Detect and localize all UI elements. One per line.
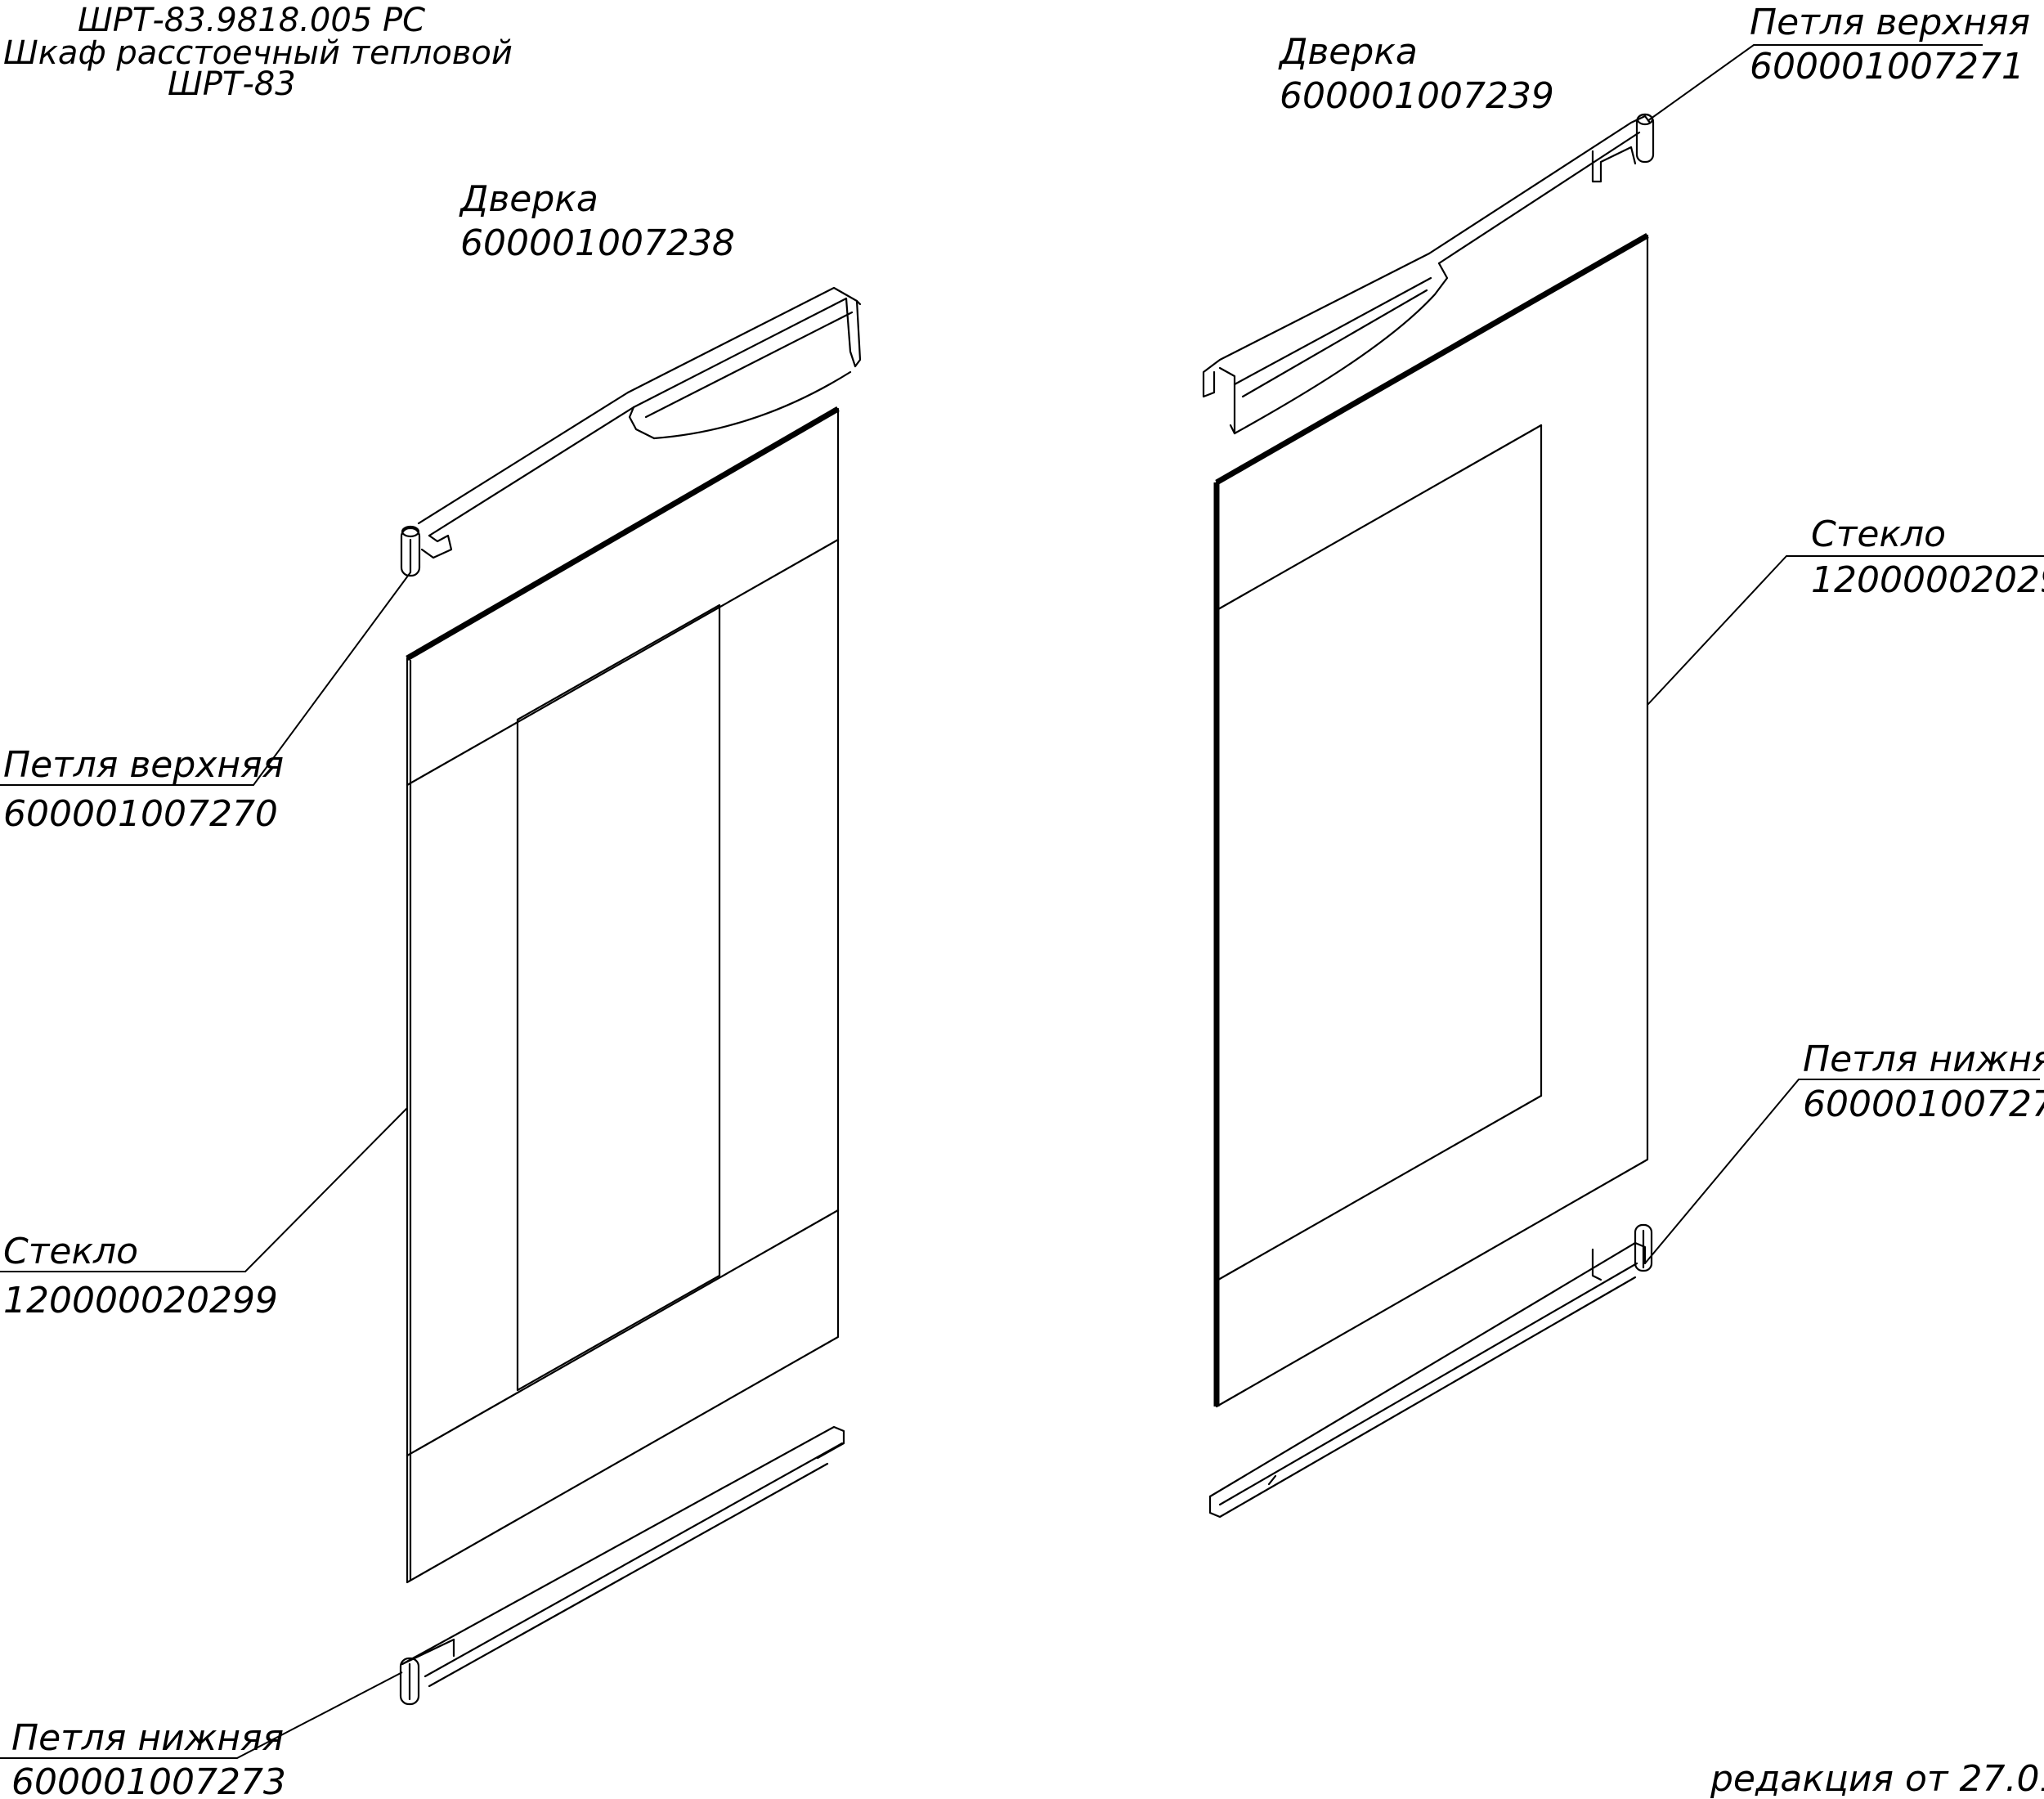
left-glass-label-code: 120000020299 xyxy=(3,1280,278,1321)
left-door-handle xyxy=(626,286,862,440)
title-line-1: ШРТ-83.9818.005 РС xyxy=(78,2,425,39)
leader-left-glass xyxy=(0,1107,408,1272)
part-labels: Дверка 600001007238 Дверка 600001007239 … xyxy=(3,2,2044,1799)
left-hinge-top-label-name: Петля верхняя xyxy=(3,744,284,786)
right-hinge-top-label-name: Петля верхняя xyxy=(1750,2,2030,43)
left-bottom-hinge xyxy=(399,1425,845,1706)
right-hinge-bottom-label-code: 600001007272 xyxy=(1803,1083,2044,1125)
right-hinge-bottom-label-name: Петля нижняя xyxy=(1803,1039,2044,1080)
title-line-3: ШРТ-83 xyxy=(168,65,296,103)
leader-right-glass xyxy=(1647,555,2044,706)
right-door-handle xyxy=(1202,252,1449,435)
left-top-hinge xyxy=(400,391,635,577)
revision-note: редакция от 27.01.16 xyxy=(1710,1758,2044,1799)
leader-left-hinge-bottom xyxy=(0,1671,403,1759)
right-glass-panel xyxy=(1213,232,1649,1408)
left-door-label-code: 600001007238 xyxy=(460,222,735,264)
right-door-label-name: Дверка xyxy=(1278,31,1418,73)
leader-left-hinge-top xyxy=(0,572,411,786)
title-block: ШРТ-83.9818.005 РС Шкаф расстоечный тепл… xyxy=(3,2,513,103)
right-bottom-hinge xyxy=(1208,1223,1653,1519)
right-door-assembly xyxy=(1202,44,2044,1519)
left-hinge-bottom-label-code: 600001007273 xyxy=(11,1761,286,1799)
leader-right-hinge-top xyxy=(1647,44,1983,122)
right-top-hinge xyxy=(1428,113,1655,265)
right-glass-label-code: 120000020299 xyxy=(1811,559,2044,601)
left-glass-label-name: Стекло xyxy=(3,1231,138,1272)
leader-right-hinge-bottom xyxy=(1644,1079,2040,1264)
right-door-label-code: 600001007239 xyxy=(1280,75,1554,117)
left-hinge-bottom-label-name: Петля нижняя xyxy=(11,1717,284,1759)
left-door-assembly xyxy=(0,286,862,1759)
left-hinge-top-label-code: 600001007270 xyxy=(3,793,278,835)
right-glass-label-name: Стекло xyxy=(1811,514,1946,555)
left-door-label-name: Дверка xyxy=(459,178,598,220)
right-hinge-top-label-code: 600001007271 xyxy=(1750,46,2024,87)
left-glass-panel xyxy=(406,406,840,1584)
title-line-2: Шкаф расстоечный тепловой xyxy=(3,34,513,72)
